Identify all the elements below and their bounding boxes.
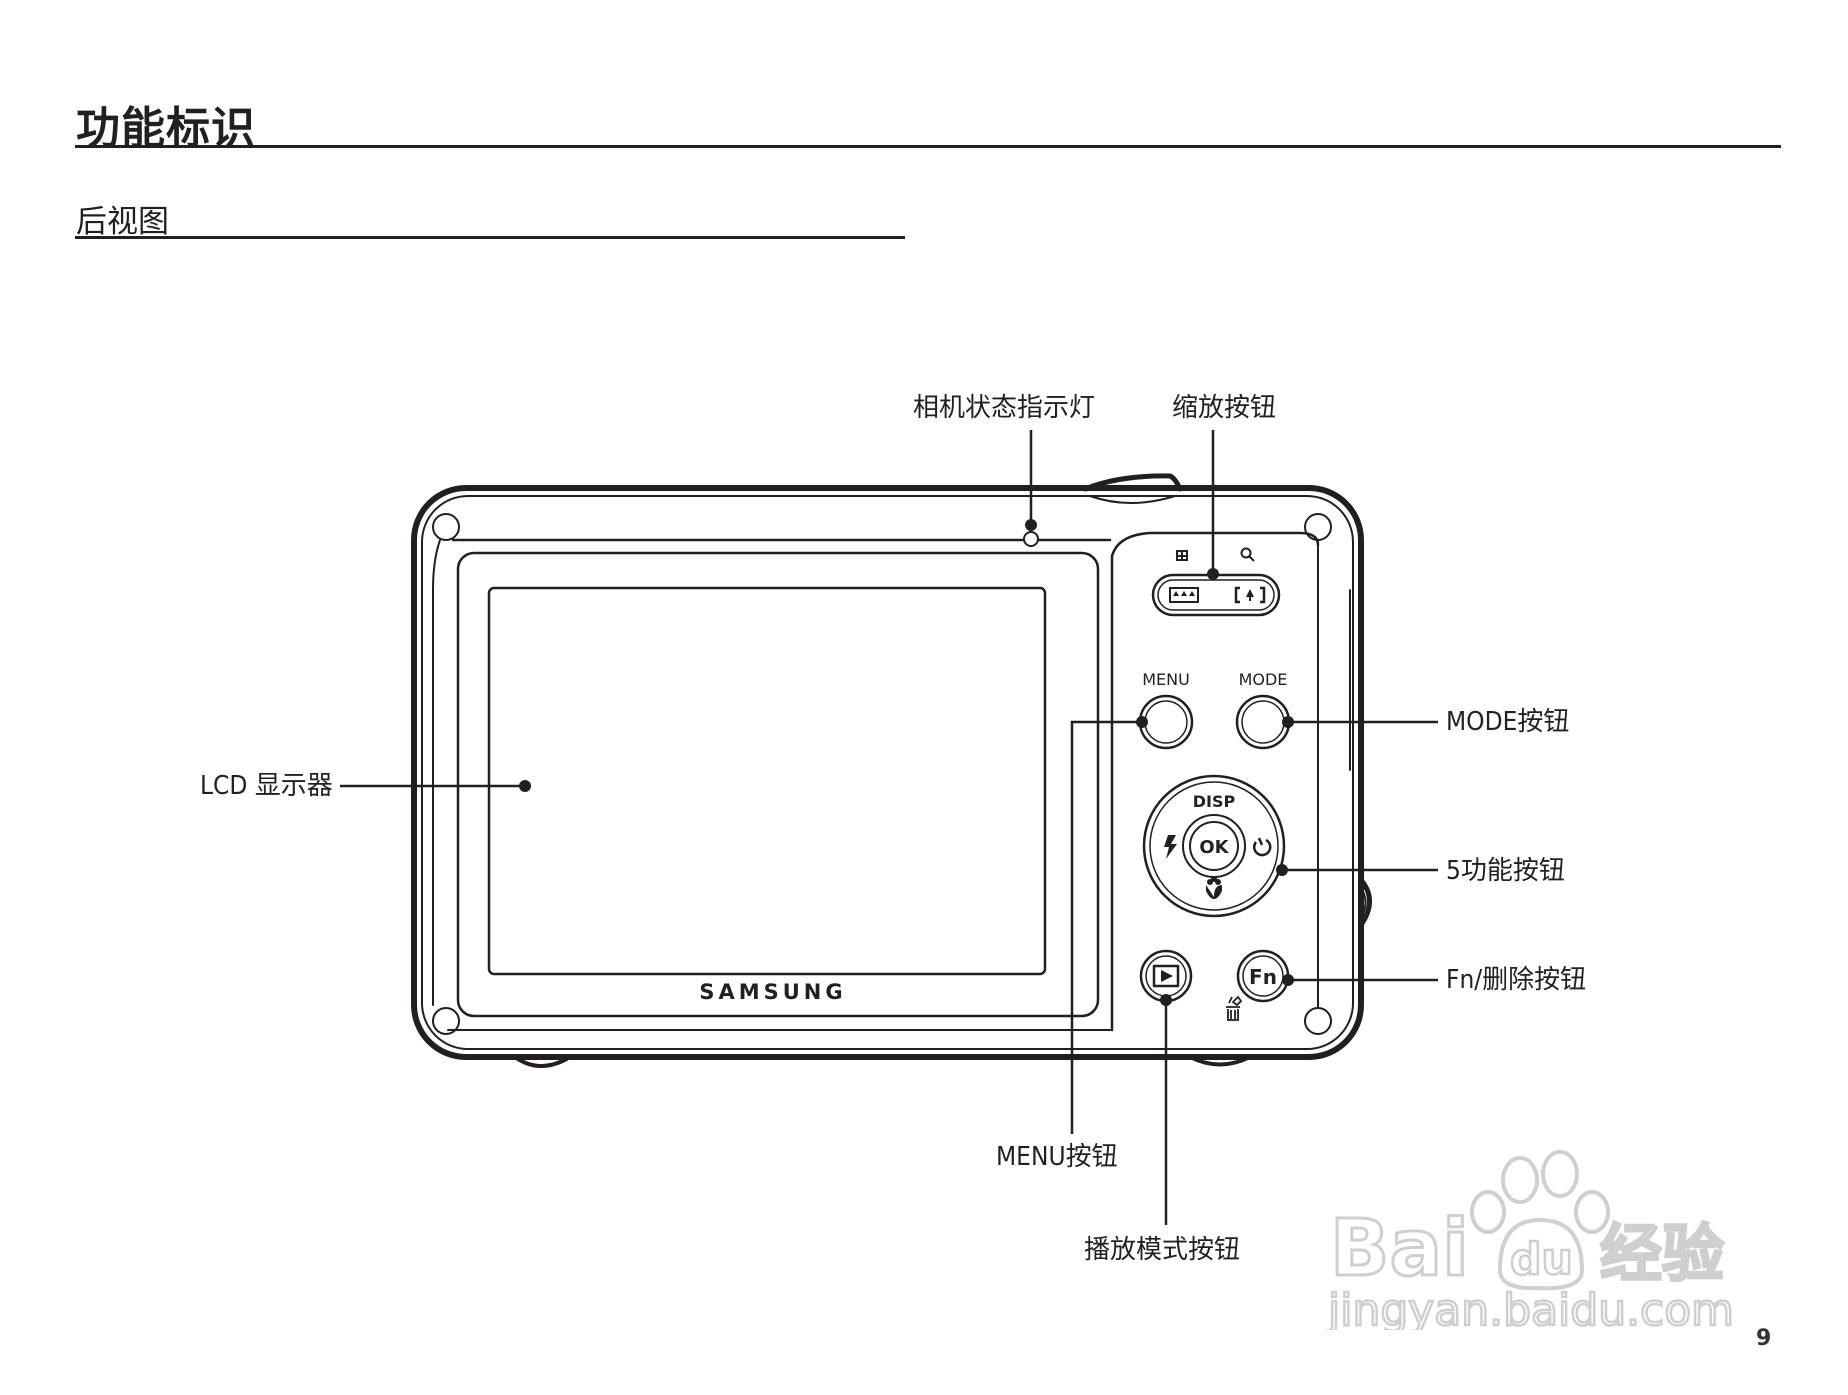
play-icon [1161,970,1173,982]
svg-text:经验: 经验 [1600,1217,1724,1290]
zoom-rocker [1151,573,1281,617]
section-divider [75,236,905,239]
title-divider [75,145,1781,148]
mode-print-label: MODE [1239,670,1288,689]
mode-marker [1282,716,1294,728]
magnifier-icon [1240,547,1255,562]
flash-icon [1164,835,1177,859]
five-function-dpad [1142,774,1286,918]
mode-button [1235,694,1291,750]
watermark-bai: Bai [1330,1204,1469,1294]
disp-print-label: DISP [1193,792,1236,811]
lcd-screen [487,586,1047,976]
callout-status-lamp: 相机状态指示灯 [913,393,1096,423]
fn-marker [1282,974,1294,986]
page-number: 9 [1756,1326,1772,1351]
macro-flower-icon [1206,876,1222,899]
baidu-watermark: Bai du 经验 jingyan.baidu.com [1326,1150,1735,1330]
status-lamp [1023,531,1039,547]
callout-menu-button: MENU按钮 [996,1142,1118,1172]
self-timer-icon [1253,837,1272,857]
shutter-button-outline [1082,473,1183,492]
menu-print-label: MENU [1142,670,1190,689]
menu-marker [1136,716,1148,728]
tele-tree-icon [1234,586,1266,604]
callout-mode-button: MODE按钮 [1446,707,1570,737]
callout-lcd-display: LCD 显示器 [200,771,333,801]
lcd-bezel [456,551,1100,1018]
callout-fn-delete: Fn/删除按钮 [1446,965,1587,995]
callout-five-function: 5功能按钮 [1446,856,1565,886]
svg-text:du: du [1510,1234,1573,1285]
zoom-marker [1207,568,1219,580]
lcd-marker [519,780,531,792]
play-marker [1160,994,1172,1006]
camera-body [411,485,1364,1060]
wide-trees-icon [1169,587,1199,603]
thumbnail-grid-icon [1176,550,1188,561]
status-lamp-marker [1025,519,1037,531]
ok-button-label: OK [1199,837,1229,858]
section-title: 后视图 [76,204,169,240]
dpad-marker [1276,864,1288,876]
trash-icon [1226,995,1243,1021]
watermark-url: jingyan.baidu.com [1327,1285,1734,1330]
brand-logo: SAMSUNG [699,980,846,1004]
callout-playback-button: 播放模式按钮 [1084,1235,1241,1265]
callout-zoom-button: 缩放按钮 [1172,393,1277,423]
fn-button-label: Fn [1249,965,1277,989]
